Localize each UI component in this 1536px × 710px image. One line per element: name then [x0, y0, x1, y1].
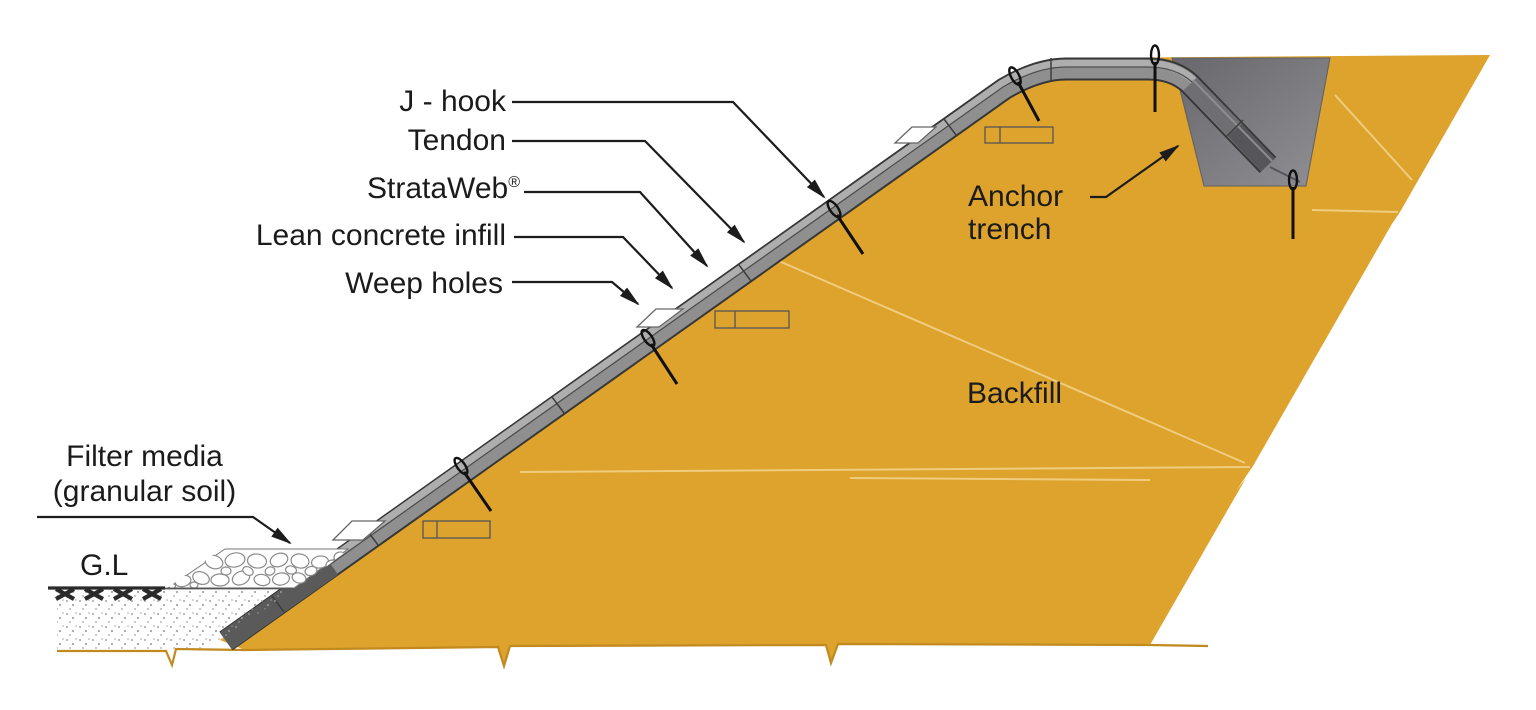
leader-lines — [37, 100, 1180, 545]
leader-strataweb — [524, 190, 709, 268]
registered-trademark-symbol: ® — [508, 174, 520, 191]
j-hook-pin — [640, 328, 679, 385]
label-filter-media-line1: Filter media — [66, 440, 223, 473]
backfill-region — [220, 55, 1490, 666]
label-lean-concrete-infill: Lean concrete infill — [255, 219, 506, 252]
weep-hole-lower — [331, 520, 491, 541]
j-hook-pin — [1287, 169, 1299, 239]
leader-j-hook — [512, 100, 826, 199]
ground-hatches — [54, 587, 163, 601]
trench-liner-upper — [1183, 77, 1242, 137]
weep-hole-upper — [893, 126, 1054, 144]
j-hook-pin — [1008, 66, 1041, 122]
j-hook-pin — [453, 456, 493, 512]
ground-level-marker — [48, 586, 293, 601]
weep-holes — [331, 126, 1054, 541]
leader-filter-media — [37, 515, 292, 545]
label-anchor-trench-line2: trench — [968, 213, 1052, 246]
leader-lean-concrete — [514, 235, 674, 290]
ground-bottom-line — [57, 642, 1209, 670]
backfill-fold-lines — [519, 94, 1413, 481]
label-backfill: Backfill — [967, 377, 1063, 410]
j-hook-pins — [453, 44, 1299, 512]
label-anchor-trench-line1: Anchor — [968, 180, 1064, 213]
leader-anchor-trench — [1090, 144, 1180, 199]
natural-soil-stipple — [57, 590, 293, 649]
label-strataweb-text: StrataWeb — [367, 172, 509, 205]
label-j-hook: J - hook — [399, 85, 506, 118]
weep-hole-middle — [635, 308, 790, 329]
slope-liner — [219, 57, 1301, 651]
liner-light-strip — [219, 59, 1275, 640]
label-ground-level: G.L — [80, 549, 129, 582]
label-strataweb: StrataWeb® — [200, 172, 520, 206]
label-weep-holes: Weep holes — [345, 267, 503, 300]
leader-weep-holes — [512, 280, 640, 306]
label-tendon: Tendon — [407, 124, 506, 157]
liner-toe-dark — [219, 557, 339, 650]
trench-liner-lower — [1228, 123, 1275, 172]
j-hook-pin — [1149, 44, 1161, 112]
label-filter-media-line2: (granular soil) — [52, 475, 237, 508]
label-filter-media: Filter media(granular soil) — [22, 439, 267, 509]
leader-tendon — [512, 139, 746, 244]
j-hook-pin — [826, 199, 865, 255]
trench-tendon-tail — [1269, 166, 1301, 183]
